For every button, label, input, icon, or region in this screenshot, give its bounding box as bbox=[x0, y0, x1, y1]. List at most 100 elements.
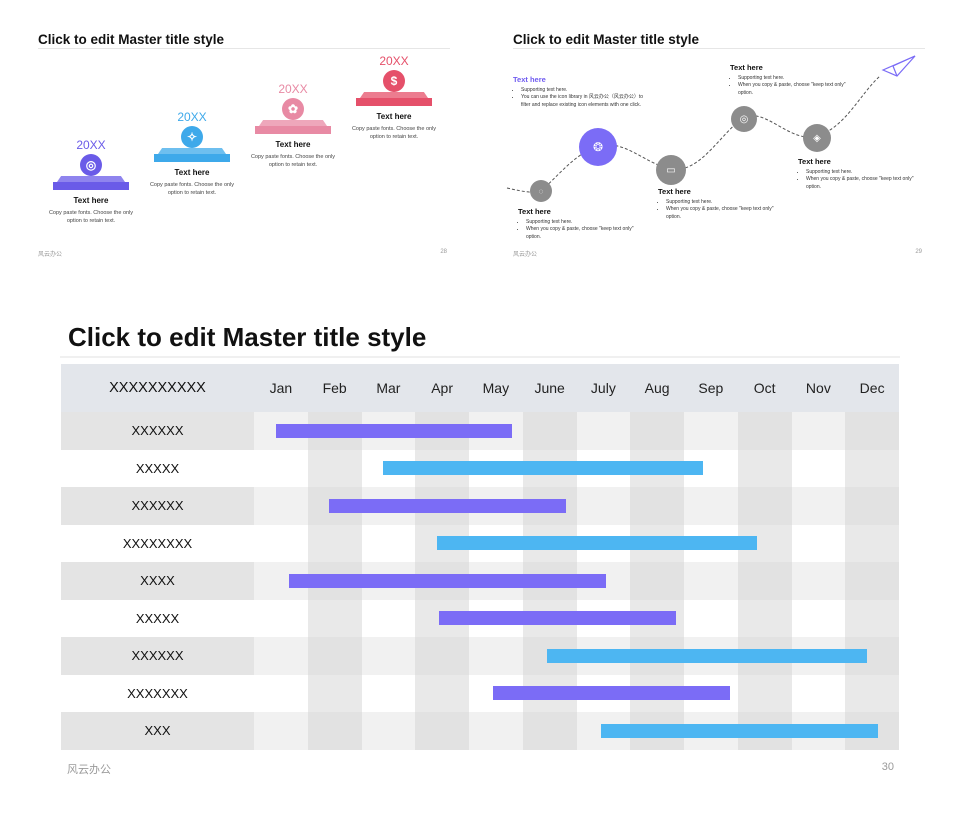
gantt-bar[interactable] bbox=[288, 573, 607, 588]
month-header: Feb bbox=[322, 380, 347, 396]
bullet: Supporting text here. bbox=[738, 75, 860, 83]
step-year: 20XX bbox=[177, 110, 207, 124]
gantt-cell bbox=[576, 412, 631, 450]
paper-plane-icon bbox=[881, 55, 916, 77]
footer-brand: 风云办公 bbox=[38, 252, 63, 258]
gantt-cell bbox=[361, 674, 416, 712]
gantt-cell bbox=[254, 449, 308, 487]
page-number: 29 bbox=[915, 249, 922, 255]
step-title: Text here bbox=[376, 112, 412, 121]
month-header: July bbox=[590, 380, 616, 396]
gantt-bar[interactable] bbox=[436, 536, 757, 551]
gantt-row: XXXXX bbox=[61, 599, 899, 637]
timeline-step-2: 20XX ✧ Text here Copy paste fonts. Choos… bbox=[137, 110, 247, 197]
gantt-cell bbox=[684, 599, 738, 637]
gantt-cell bbox=[576, 487, 631, 525]
gantt-bar[interactable] bbox=[493, 686, 730, 701]
page-number: 28 bbox=[440, 249, 447, 255]
box-title: Text here bbox=[798, 157, 831, 166]
gantt-cell bbox=[684, 562, 738, 600]
slide-thumbnail-29[interactable]: Click to edit Master title style ◌ ❂ ▭ ◎… bbox=[505, 24, 930, 260]
bullet: When you copy & paste, choose "keep text… bbox=[666, 206, 788, 221]
gantt-cell bbox=[254, 712, 308, 750]
gantt-cell bbox=[254, 524, 308, 562]
gantt-cell bbox=[307, 524, 362, 562]
gantt-cell bbox=[254, 599, 308, 637]
gantt-row: XXXXXXXX bbox=[61, 524, 899, 562]
gantt-cell bbox=[415, 637, 469, 675]
gantt-cell bbox=[845, 599, 899, 637]
gantt-bar[interactable] bbox=[329, 498, 566, 513]
gantt-cell bbox=[791, 487, 846, 525]
gantt-bar[interactable] bbox=[383, 461, 703, 476]
bullet: Supporting text here. bbox=[666, 199, 788, 207]
gantt-cell bbox=[254, 487, 308, 525]
row-label: XXXXXX bbox=[61, 487, 254, 525]
row-label: XXXX bbox=[61, 562, 254, 600]
gantt-cell bbox=[415, 674, 469, 712]
slide-thumbnail-28[interactable]: Click to edit Master title style 20XX ◎ … bbox=[30, 24, 455, 260]
bullet: When you copy & paste, choose "keep text… bbox=[526, 226, 648, 241]
row-label: XXXXX bbox=[61, 449, 254, 487]
row-label: XXX bbox=[61, 712, 254, 750]
slide-title: Click to edit Master title style bbox=[38, 32, 225, 47]
month-header: Jan bbox=[269, 380, 293, 396]
gantt-cell bbox=[307, 449, 362, 487]
gantt-cell bbox=[630, 487, 684, 525]
month-header: Mar bbox=[376, 380, 401, 396]
gantt-cell bbox=[361, 712, 416, 750]
gantt-bar[interactable] bbox=[439, 611, 676, 626]
month-header: Nov bbox=[805, 380, 831, 396]
gantt-bar[interactable] bbox=[546, 648, 867, 663]
text-box-3: Text here Supporting text here. When you… bbox=[658, 188, 788, 221]
bullet: When you copy & paste, choose "keep text… bbox=[806, 176, 926, 191]
slide-title: Click to edit Master title style bbox=[513, 32, 700, 47]
row-label: XXXXXXX bbox=[61, 674, 254, 712]
gantt-bar[interactable] bbox=[275, 423, 512, 438]
gantt-cell bbox=[791, 412, 846, 450]
bullet: When you copy & paste, choose "keep text… bbox=[738, 82, 860, 97]
dollar-icon: $ bbox=[383, 70, 405, 92]
gantt-cell bbox=[307, 712, 362, 750]
step-platform bbox=[255, 126, 331, 134]
gantt-cell bbox=[845, 524, 899, 562]
row-label: XXXXX bbox=[61, 599, 254, 637]
header-label: XXXXXXXXXX bbox=[109, 380, 206, 396]
gantt-row: XXXXXXX bbox=[61, 674, 899, 712]
text-box-1: Text here Supporting text here. You can … bbox=[513, 76, 653, 109]
gantt-cell bbox=[469, 637, 523, 675]
timeline-step-3: 20XX ✿ Text here Copy paste fonts. Choos… bbox=[238, 82, 348, 169]
bullet: Supporting text here. bbox=[526, 219, 648, 227]
presentation-icon: ▭ bbox=[656, 155, 686, 185]
title-divider bbox=[60, 356, 900, 358]
month-header: May bbox=[482, 380, 510, 396]
month-header: June bbox=[534, 380, 565, 396]
step-title: Text here bbox=[174, 168, 210, 177]
step-platform bbox=[356, 98, 432, 106]
gantt-cell bbox=[845, 412, 899, 450]
box-title: Text here bbox=[518, 207, 551, 216]
page-number: 30 bbox=[881, 761, 894, 773]
step-description: Copy paste fonts. Choose the only option… bbox=[48, 210, 134, 224]
gantt-cell bbox=[737, 674, 792, 712]
gantt-header: XXXXXXXXXX Jan Feb Mar Apr May June July… bbox=[61, 364, 899, 412]
gantt-cell bbox=[791, 674, 846, 712]
text-box-2: Text here Supporting text here. When you… bbox=[730, 64, 860, 97]
month-header: Sep bbox=[698, 380, 724, 396]
flower-icon: ✿ bbox=[282, 98, 304, 120]
slide-gantt-30[interactable]: Click to edit Master title style XXXXXXX… bbox=[60, 316, 902, 782]
bullet: Supporting text here. bbox=[521, 87, 653, 95]
gantt-cell bbox=[469, 712, 523, 750]
target-icon: ◎ bbox=[731, 106, 757, 132]
step-description: Copy paste fonts. Choose the only option… bbox=[250, 154, 336, 168]
gantt-cell bbox=[522, 712, 577, 750]
box-title: Text here bbox=[513, 75, 546, 84]
gantt-bar[interactable] bbox=[600, 723, 878, 738]
text-box-4: Text here Supporting text here. When you… bbox=[518, 208, 648, 241]
step-description: Copy paste fonts. Choose the only option… bbox=[149, 182, 235, 196]
gantt-cell bbox=[791, 449, 846, 487]
gantt-cell bbox=[737, 412, 792, 450]
step-platform bbox=[154, 154, 230, 162]
gantt-cell bbox=[254, 674, 308, 712]
